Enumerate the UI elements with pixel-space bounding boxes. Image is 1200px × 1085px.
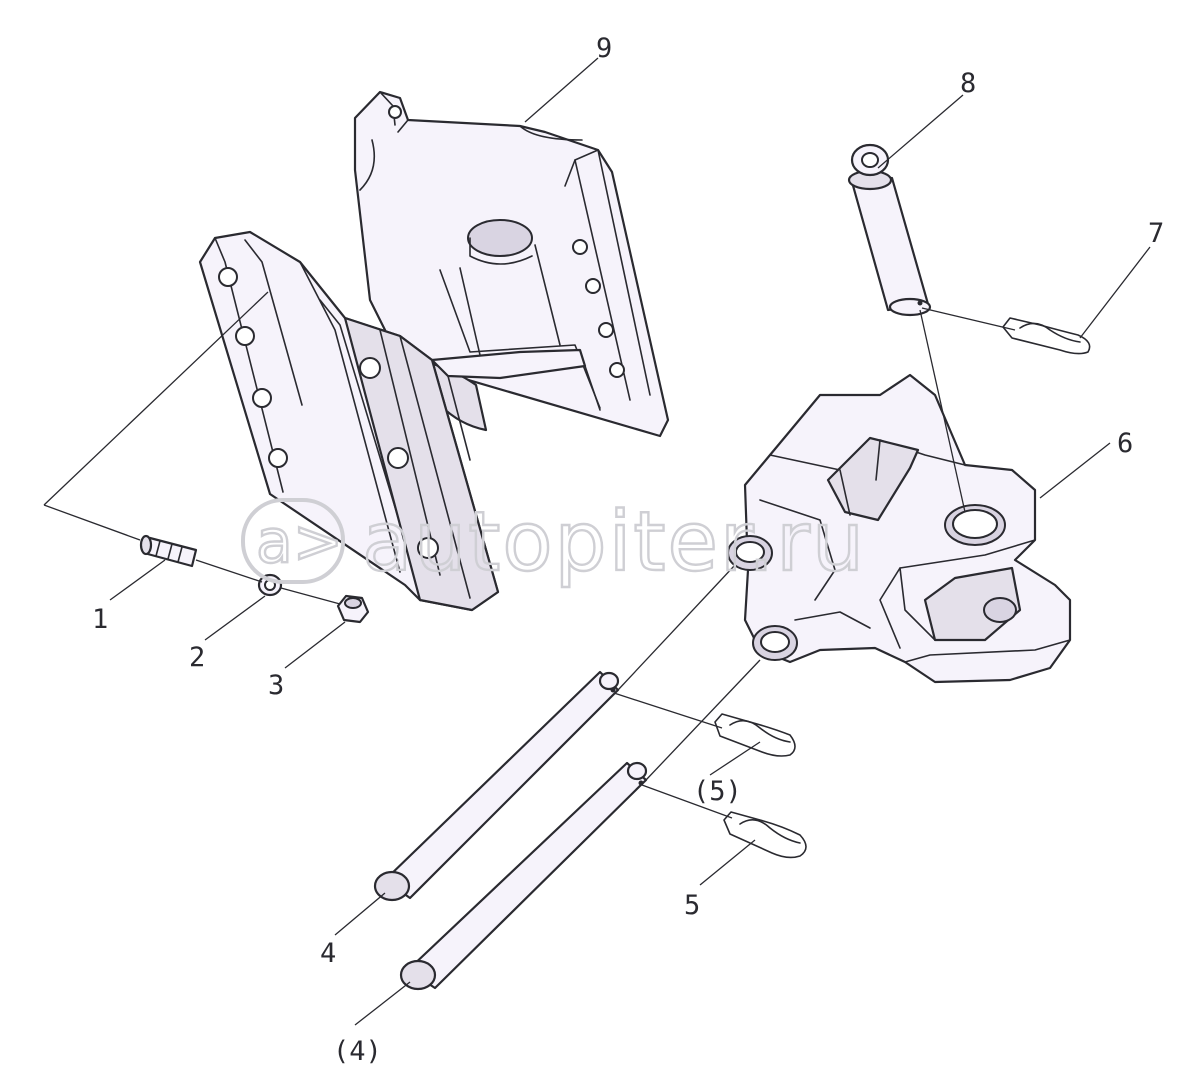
callout-6: 6 xyxy=(1117,428,1133,459)
watermark-logo-glyph: a> xyxy=(256,507,343,577)
r-clip-lower xyxy=(641,784,807,859)
assembly-axis-1-3 xyxy=(43,291,341,605)
callout-3: 3 xyxy=(268,670,284,701)
callout-1: 1 xyxy=(92,604,108,635)
r-clip-upper xyxy=(921,307,1091,355)
watermark-logo-icon xyxy=(241,498,345,584)
callout-2: 2 xyxy=(189,642,205,673)
callout-7: 7 xyxy=(1148,218,1164,249)
coupling-housing xyxy=(727,373,1072,684)
callout-4-paren: (4) xyxy=(333,1036,382,1067)
bracket-frame xyxy=(198,90,670,612)
callout-5-paren: (5) xyxy=(693,776,742,807)
callout-9: 9 xyxy=(596,33,612,64)
watermark: a> autopiter.ru xyxy=(241,494,866,591)
long-pin-upper xyxy=(373,564,736,902)
callout-8: 8 xyxy=(960,68,976,99)
short-pin xyxy=(139,534,198,568)
callout-leaders xyxy=(109,57,1151,1026)
callout-5: 5 xyxy=(684,890,700,921)
nut xyxy=(336,594,370,624)
r-clip-middle xyxy=(613,692,796,757)
watermark-text: autopiter.ru xyxy=(362,495,866,590)
callout-labels: 1 2 3 4 (4) 5 (5) 6 7 8 9 xyxy=(92,33,1164,1067)
callout-4: 4 xyxy=(320,938,336,969)
